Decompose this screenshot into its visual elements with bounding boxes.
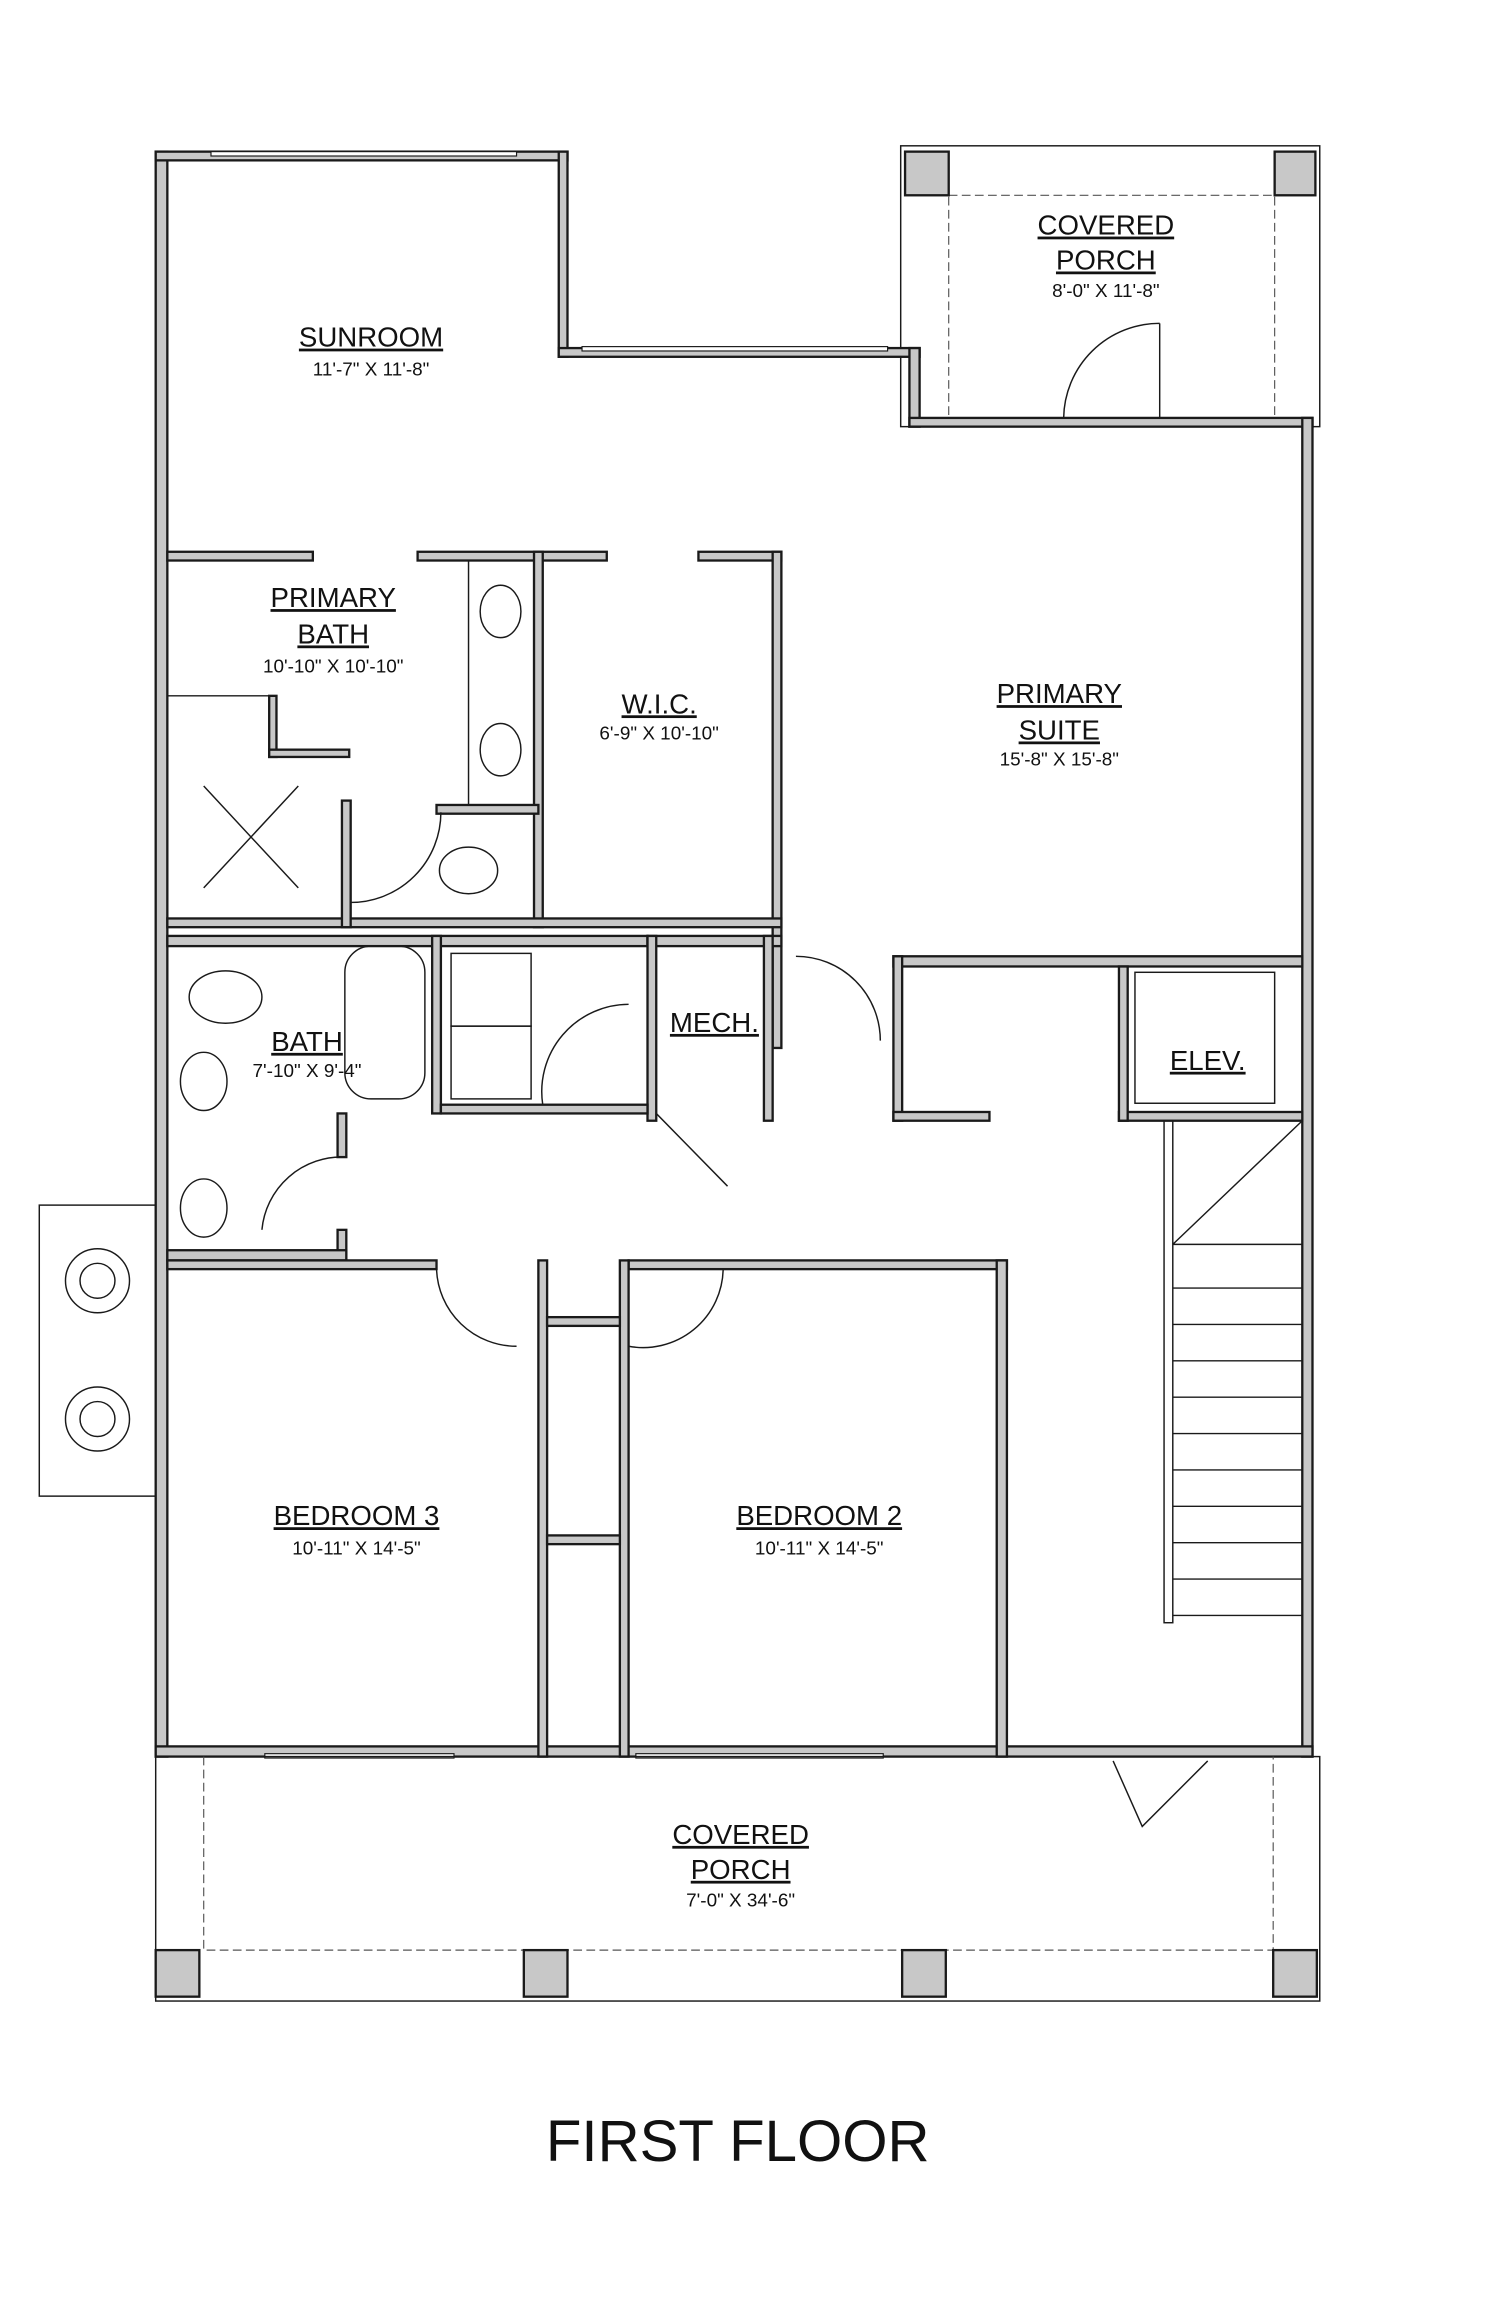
porch-column	[1273, 150, 1317, 197]
primary-suite-label-1: PRIMARY	[997, 678, 1122, 709]
mech-label: MECH.	[670, 1007, 759, 1038]
bedroom3-dims: 10'-11" X 14'-5"	[292, 1538, 421, 1559]
room-labels: SUNROOM 11'-7" X 11'-8" COVERED PORCH 8'…	[253, 210, 1246, 1912]
primary-bath-label-2: BATH	[297, 618, 369, 649]
chimney	[38, 1204, 157, 1497]
porch-column	[1272, 1948, 1319, 1998]
sink	[179, 1051, 228, 1112]
bedroom2-dims: 10'-11" X 14'-5"	[755, 1538, 884, 1559]
window	[581, 346, 889, 352]
primary-bath-label-1: PRIMARY	[271, 582, 396, 613]
porch-column	[522, 1948, 569, 1998]
porch-door	[1062, 322, 1161, 418]
wic-label: W.I.C.	[622, 688, 697, 719]
sink	[179, 1178, 228, 1238]
front-porch-label-2: PORCH	[691, 1854, 791, 1885]
front-porch-outline	[154, 1755, 1321, 2002]
bath-label: BATH	[271, 1026, 343, 1057]
door-swings	[261, 812, 1209, 1828]
front-porch-label-1: COVERED	[672, 1819, 809, 1850]
rear-porch-label-2: PORCH	[1056, 244, 1156, 275]
primary-suite-dims: 15'-8" X 15'-8"	[1000, 750, 1119, 771]
bedroom2-label: BEDROOM 2	[736, 1500, 902, 1531]
shower	[167, 695, 299, 889]
front-porch-dims: 7'-0" X 34'-6"	[686, 1890, 795, 1911]
porch-column	[154, 1948, 201, 1998]
primary-bath-dims: 10'-10" X 10'-10"	[263, 657, 403, 678]
sunroom-dims: 11'-7" X 11'-8"	[313, 360, 430, 381]
dryer	[450, 1025, 532, 1100]
primary-suite-label-2: SUITE	[1019, 714, 1100, 745]
rear-porch-dims: 8'-0" X 11'-8"	[1052, 281, 1160, 302]
porch-column	[903, 150, 950, 197]
porch-column	[900, 1948, 947, 1998]
bedroom3-label: BEDROOM 3	[274, 1500, 440, 1531]
fixtures	[167, 584, 1209, 1828]
window	[210, 151, 518, 157]
sink	[479, 722, 522, 777]
toilet	[188, 970, 263, 1024]
wic-dims: 6'-9" X 10'-10"	[599, 723, 718, 744]
sunroom-label: SUNROOM	[299, 322, 443, 353]
rear-porch-label-1: COVERED	[1038, 210, 1175, 241]
bathtub	[344, 945, 426, 1100]
toilet	[438, 846, 499, 895]
floor-title: FIRST FLOOR	[546, 2109, 930, 2174]
bath-dims: 7'-10" X 9'-4"	[253, 1061, 362, 1082]
washer	[450, 952, 532, 1027]
stair	[1163, 1119, 1303, 1624]
interior-walls	[166, 550, 1304, 1758]
elev-label: ELEV.	[1170, 1045, 1246, 1076]
sink	[479, 584, 522, 639]
